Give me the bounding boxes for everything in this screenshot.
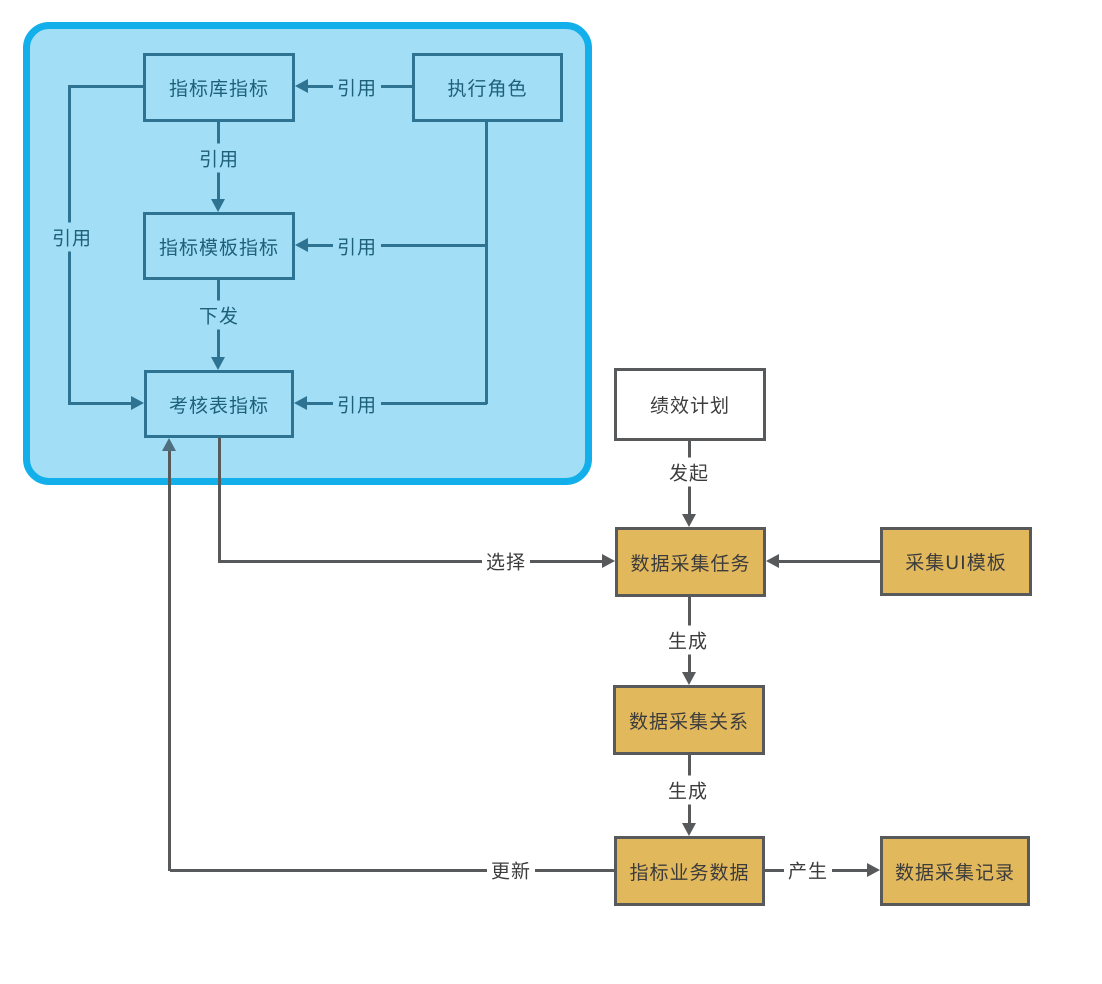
edge-uitemplate-to-task <box>778 560 880 563</box>
node-execution-role: 执行角色 <box>412 53 563 122</box>
node-data-collection-relation: 数据采集关系 <box>613 685 765 755</box>
node-indicator-template: 指标模板指标 <box>143 212 295 280</box>
edge-role-to-template <box>307 244 487 247</box>
edge-label-generate-relation-data: 生成 <box>663 775 713 805</box>
edge-label-initiate: 发起 <box>664 457 714 487</box>
edge-label-cite-library-to-sheet: 引用 <box>47 222 97 252</box>
arrowhead-relation-to-data <box>682 823 696 836</box>
edge-data-to-sheet-horizontal <box>170 869 614 872</box>
edge-label-produce: 产生 <box>783 855 833 885</box>
arrowhead-sheet-to-task <box>602 554 615 568</box>
arrowhead-role-to-sheet <box>294 396 307 410</box>
edge-library-loop-bottom <box>70 402 132 405</box>
arrowhead-task-to-relation <box>682 672 696 685</box>
arrowhead-uitemplate-to-task <box>766 554 779 568</box>
arrowhead-library-to-sheet <box>131 396 144 410</box>
edge-label-cite-library-to-template: 引用 <box>194 143 244 173</box>
indicator-highlight-group <box>23 22 592 485</box>
node-data-collection-task: 数据采集任务 <box>615 527 766 597</box>
edge-label-distribute: 下发 <box>194 300 244 330</box>
node-assessment-sheet: 考核表指标 <box>144 370 294 438</box>
edge-label-cite-role-to-template: 引用 <box>332 231 382 261</box>
edge-sheet-to-task-horizontal <box>218 560 603 563</box>
edge-label-update: 更新 <box>486 855 536 885</box>
node-performance-plan: 绩效计划 <box>614 368 766 441</box>
edge-label-select: 选择 <box>481 546 531 576</box>
arrowhead-data-to-sheet <box>162 438 176 451</box>
arrowhead-role-to-template <box>295 238 308 252</box>
arrowhead-template-to-sheet <box>211 357 225 370</box>
edge-label-generate-task-relation: 生成 <box>663 625 713 655</box>
edge-role-to-sheet <box>306 402 487 405</box>
node-data-collection-record: 数据采集记录 <box>880 836 1030 906</box>
edge-sheet-to-task-vertical <box>218 438 221 562</box>
node-indicator-business-data: 指标业务数据 <box>614 836 765 906</box>
edge-data-to-sheet-vertical <box>168 450 171 871</box>
edge-label-cite-role-to-library: 引用 <box>332 72 382 102</box>
edge-label-cite-role-to-sheet: 引用 <box>332 389 382 419</box>
node-indicator-library: 指标库指标 <box>143 53 295 122</box>
arrowhead-role-to-library <box>295 79 308 93</box>
arrowhead-library-to-template <box>211 199 225 212</box>
arrowhead-plan-to-task <box>682 514 696 527</box>
edge-library-loop-top <box>70 85 143 88</box>
node-collection-ui-template: 采集UI模板 <box>880 527 1032 596</box>
edge-role-trunk <box>485 122 488 404</box>
arrowhead-data-to-record <box>867 863 880 877</box>
